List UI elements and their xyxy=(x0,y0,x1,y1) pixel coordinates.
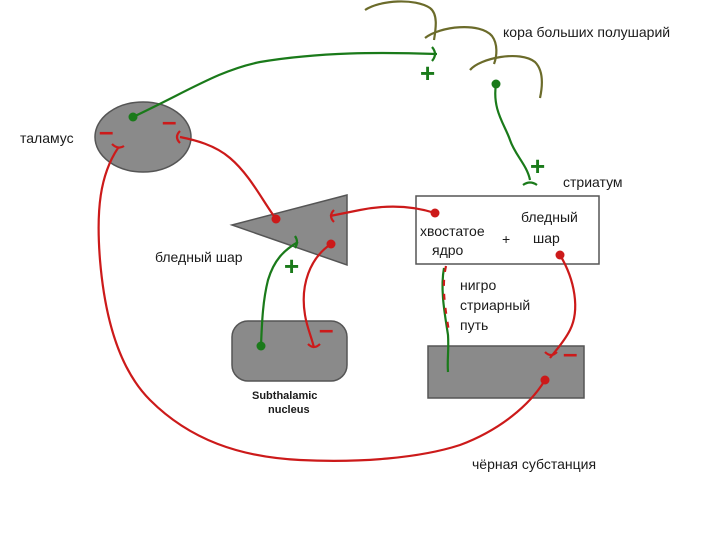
cortex-to-thalamus-plus: + xyxy=(420,58,435,88)
thalamus-minus-right: – xyxy=(162,106,176,136)
cortex-gyri xyxy=(364,0,543,99)
caudate-label-line1: хвостатое xyxy=(420,223,485,239)
subthalamic-label-line1: Subthalamic xyxy=(252,390,317,402)
caudate-label-line2: ядро xyxy=(432,242,464,258)
striatum-pallidus-label-line1: бледный xyxy=(521,209,578,225)
striatum-pallidus-label-line2: шар xyxy=(533,230,560,246)
thalamus-label: таламус xyxy=(20,130,74,146)
substantia-nigra-box xyxy=(427,345,585,399)
nigrostriatal-label-line2: стриарный xyxy=(460,297,530,313)
subthalamic-minus: – xyxy=(319,314,333,344)
substantia-nigra-minus: – xyxy=(563,338,577,368)
pallidus-to-subthalamic-plus: + xyxy=(284,251,299,281)
nigrostriatal-label-line1: нигро xyxy=(460,277,496,293)
globus-pallidus-label: бледный шар xyxy=(155,249,243,265)
striatum-plus-label: + xyxy=(502,231,510,247)
nigrostriatal-label-line3: путь xyxy=(460,317,488,333)
striatum-box xyxy=(415,195,600,265)
substantia-nigra-label: чёрная субстанция xyxy=(472,456,596,472)
globus-pallidus-nucleus xyxy=(229,194,348,267)
cortex-label: кора больших полушарий xyxy=(503,24,670,40)
excitatory-pathways xyxy=(128,46,538,373)
cortex-to-striatum-plus: + xyxy=(530,151,545,181)
thalamus-nucleus xyxy=(94,101,192,173)
subthalamic-label-line2: nucleus xyxy=(268,404,310,416)
inhibitory-pathways xyxy=(97,130,577,462)
thalamus-minus-left: – xyxy=(99,116,113,146)
striatum-label: стриатум xyxy=(563,174,623,190)
